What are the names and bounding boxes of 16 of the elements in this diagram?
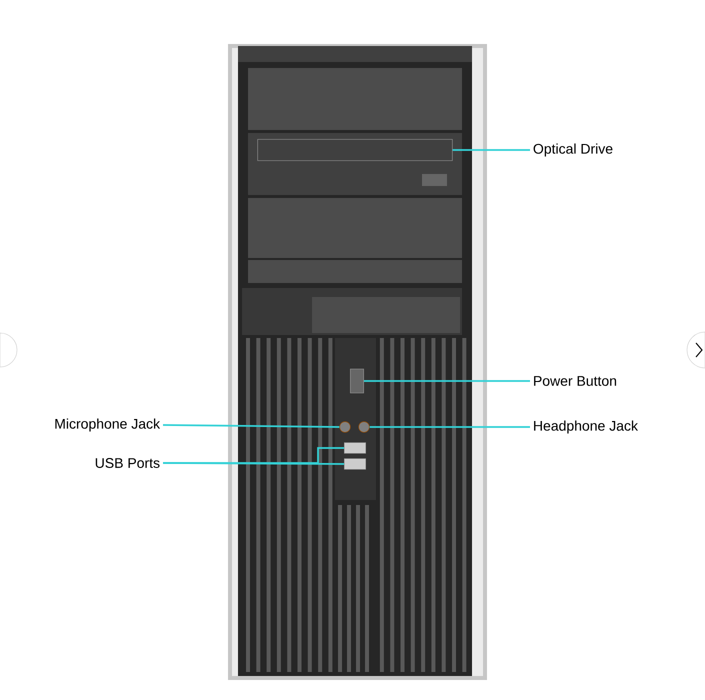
leader-line xyxy=(163,424,340,428)
audio-jack xyxy=(339,421,351,433)
part-label: Microphone Jack xyxy=(55,418,160,432)
leader-line xyxy=(370,426,530,428)
power-button xyxy=(350,368,364,394)
leader-line xyxy=(364,380,530,382)
part-label: Headphone Jack xyxy=(534,420,638,434)
part-label: Power Button xyxy=(534,376,616,386)
disc-tray xyxy=(257,139,453,161)
leader-line xyxy=(452,149,530,151)
leader-line xyxy=(163,462,344,465)
usb-port xyxy=(344,442,366,454)
part-label: USB Ports xyxy=(96,458,160,468)
audio-jack xyxy=(358,421,370,433)
part-label: Optical Drive xyxy=(534,143,612,157)
usb-port xyxy=(344,458,366,470)
